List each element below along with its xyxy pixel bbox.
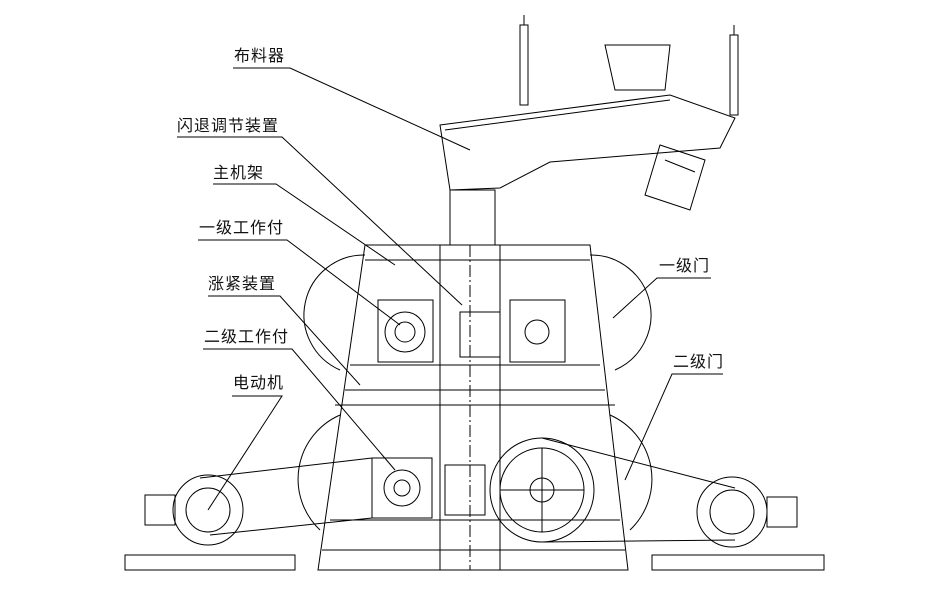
motors-drawing (124, 437, 825, 571)
distributor-drawing (439, 15, 739, 246)
label-distributor: 布料器 (234, 46, 286, 65)
main-frame-drawing (297, 244, 653, 571)
label-stage2-door: 二级门 (673, 352, 725, 371)
stage2-rollers-drawing (371, 437, 595, 543)
label-stage1-door: 一级门 (659, 256, 711, 275)
label-stage1-pair: 一级工作付 (199, 218, 285, 237)
label-main-frame: 主机架 (213, 163, 265, 182)
leader-lines (177, 67, 723, 511)
label-tensioner: 涨紧装置 (208, 274, 277, 293)
label-stage2-pair: 二级工作付 (204, 327, 290, 346)
label-flash-adjust: 闪退调节装置 (177, 116, 280, 135)
label-motor: 电动机 (233, 373, 285, 392)
stage1-rollers-drawing (377, 299, 566, 363)
